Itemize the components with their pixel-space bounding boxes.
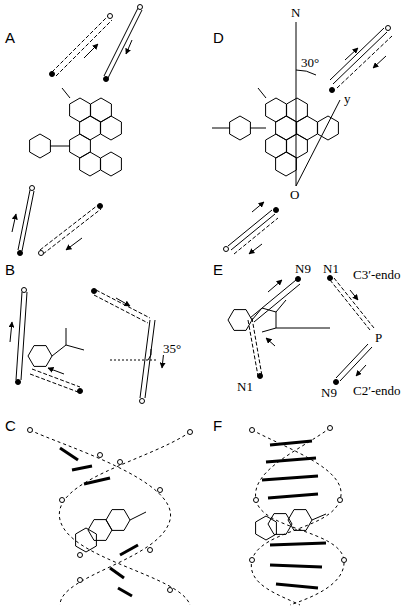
atom-label: P [374, 331, 383, 344]
panel-b-figure [10, 288, 164, 404]
conformation-label: C3′-endo [352, 268, 402, 281]
panel-letter: A [4, 30, 16, 45]
atom-label: N1 [236, 380, 254, 393]
atom-label: N1 [322, 262, 340, 275]
panel-a-figure [12, 5, 143, 256]
panel-letter: D [212, 30, 225, 45]
angle-label: 30° [300, 56, 320, 69]
atom-label: O [289, 188, 300, 201]
panel-c-figure [28, 428, 193, 606]
panel-letter: C [4, 418, 17, 433]
panel-e-figure [228, 276, 374, 385]
conformation-label: C2′-endo [352, 384, 402, 397]
panel-d-figure [212, 22, 392, 254]
panel-letter: E [212, 262, 224, 277]
angle-label: 35° [162, 342, 182, 355]
axis-label: y [343, 92, 352, 105]
atom-label: N9 [320, 386, 338, 399]
axis-label: N [290, 6, 301, 19]
panel-letter: B [4, 262, 16, 277]
panel-letter: F [212, 418, 223, 433]
atom-label: N9 [294, 262, 312, 275]
panel-f-figure [250, 426, 347, 606]
